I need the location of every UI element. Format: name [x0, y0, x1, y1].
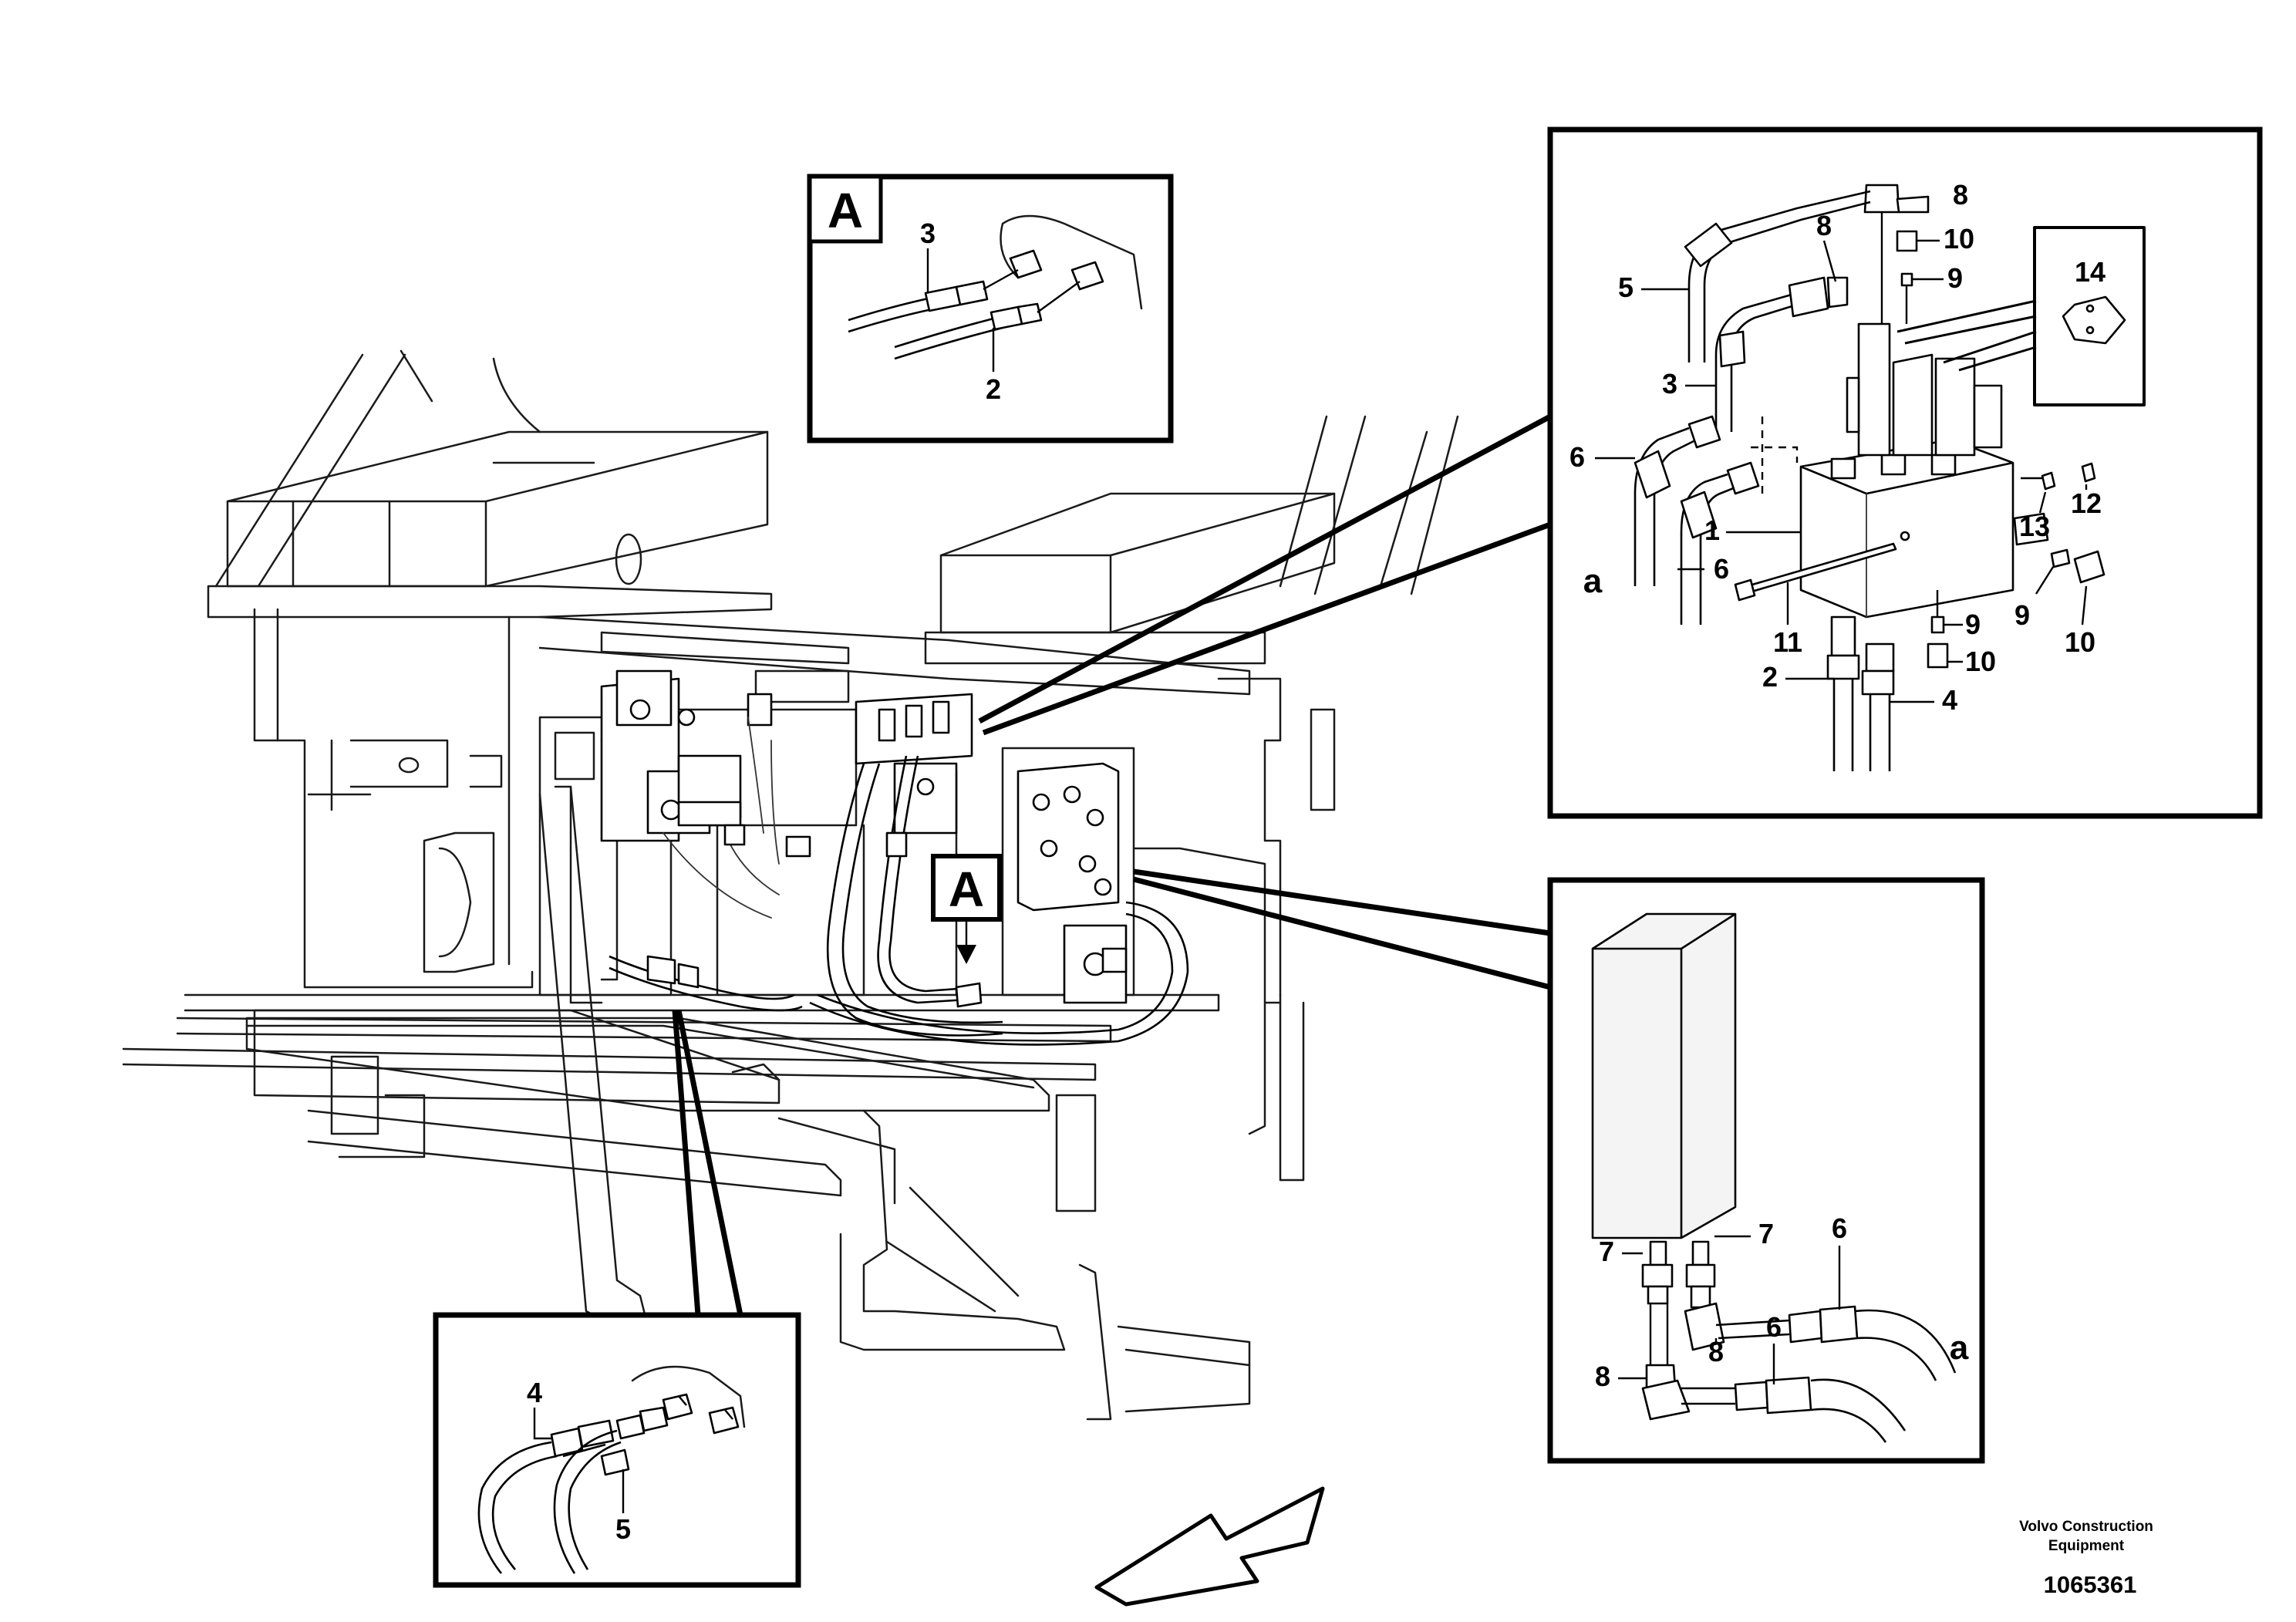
brand-line-2: Equipment [2048, 1538, 2125, 1554]
valve-detail: 8 8 10 9 14 5 3 6 1 a 6 13 12 9 10 11 9 … [1547, 126, 2263, 819]
callout-13: 13 [2019, 511, 2050, 542]
callout-a-box: a [1950, 1329, 1969, 1367]
valve-block-center [826, 693, 1003, 1037]
brand-line-1: Volvo Construction [2019, 1519, 2153, 1535]
callout-6b: 6 [1714, 553, 1729, 585]
box-detail: 7 7 6 8 a 6 8 [1547, 877, 1985, 1464]
callout-10c: 10 [1965, 646, 1996, 677]
callout-6a: 6 [1569, 441, 1585, 473]
detail-leaders [672, 413, 1552, 1316]
callout-2-detail: 2 [1762, 661, 1778, 693]
callout-3: 3 [920, 218, 936, 249]
callout-8b-box: 8 [1595, 1361, 1610, 1392]
callout-9c: 9 [1965, 609, 1981, 640]
detail-bottom: 4 5 [433, 1312, 801, 1588]
detail-a-marker: A [828, 183, 863, 238]
callout-7b: 7 [1758, 1218, 1774, 1249]
callout-4-detail: 4 [1942, 684, 1957, 716]
callout-5-bottom: 5 [615, 1513, 631, 1545]
callout-4-bottom: 4 [527, 1377, 542, 1408]
callout-9a: 9 [1947, 262, 1963, 294]
callout-12: 12 [2071, 487, 2102, 519]
main-marker-a: A [931, 854, 1002, 964]
marker-a-label: A [949, 862, 984, 917]
callout-6b-box: 6 [1766, 1311, 1782, 1343]
callout-5: 5 [1618, 271, 1633, 303]
callout-8b: 8 [1816, 210, 1832, 241]
main-frame-drawing [122, 349, 1459, 1421]
callout-8a: 8 [1953, 179, 1968, 211]
valve-block-right [809, 762, 1189, 1046]
pipe-connection-left [609, 955, 803, 1012]
callout-11: 11 [1773, 626, 1802, 658]
footer: Volvo Construction Equipment 1065361 [2019, 1519, 2153, 1598]
callout-1: 1 [1704, 514, 1720, 546]
document-number: 1065361 [2044, 1571, 2137, 1598]
direction-arrow-icon [1094, 1486, 1325, 1607]
callout-8a-box: 8 [1708, 1336, 1724, 1367]
callout-6a-box: 6 [1832, 1212, 1847, 1244]
detail-a-top: A 3 2 [807, 174, 1174, 443]
callout-9b: 9 [2014, 599, 2030, 631]
callout-a-valve: a [1583, 562, 1603, 600]
callout-14: 14 [2075, 256, 2106, 288]
callout-7a: 7 [1599, 1236, 1614, 1267]
callout-10a: 10 [1944, 223, 1974, 255]
valve-block-left [600, 669, 811, 919]
callout-2: 2 [986, 373, 1001, 405]
callout-3-detail: 3 [1662, 368, 1677, 400]
callout-10b: 10 [2065, 626, 2095, 658]
